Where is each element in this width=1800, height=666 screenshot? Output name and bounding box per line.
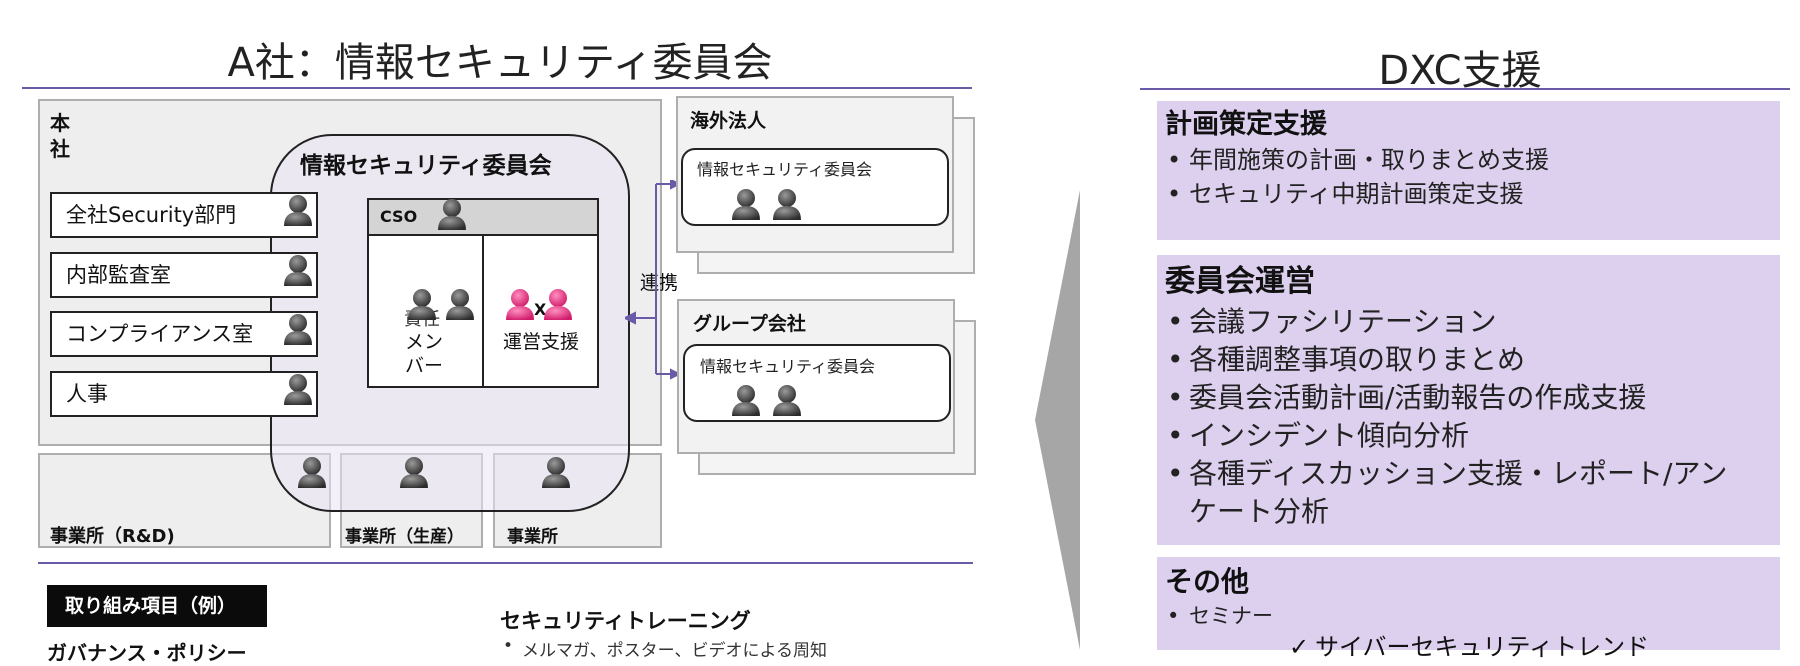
check-icon: ✓	[1289, 633, 1310, 661]
chevron-arrow	[1035, 190, 1080, 650]
list-item: 各種ディスカッション支援・レポート/アンケート分析	[1165, 455, 1749, 531]
training-title: セキュリティトレーニング	[500, 609, 751, 633]
bullet-icon: •	[503, 636, 514, 656]
person-icon	[732, 385, 760, 416]
overseas-committee-box	[681, 148, 949, 226]
list-item: セキュリティ中期計画策定支援	[1165, 177, 1772, 211]
person-icon	[298, 457, 326, 488]
initiatives-label: 取り組み項目（例）	[47, 585, 267, 627]
cso-label: CSO	[380, 207, 418, 226]
right-title: DXC支援	[1378, 48, 1542, 94]
section-planning: 計画策定支援 年間施策の計画・取りまとめ支援 セキュリティ中期計画策定支援	[1157, 101, 1780, 240]
left-title-divider	[22, 87, 972, 89]
right-title-divider	[1140, 88, 1790, 90]
list-item: インシデント傾向分析	[1165, 417, 1772, 455]
ops-person-icon	[506, 289, 534, 320]
person-icon	[408, 289, 436, 320]
training-item: • メルマガ、ポスター、ビデオによる周知	[500, 636, 827, 661]
left-title: A社：情報セキュリティ委員会	[227, 40, 773, 86]
person-icon	[400, 457, 428, 488]
cso-divider	[482, 236, 484, 388]
person-icon	[773, 189, 801, 220]
list-item: 会議ファシリテーション	[1165, 303, 1772, 341]
sub-list-item-text: サイバーセキュリティトレンド	[1315, 633, 1650, 661]
list-item: 年間施策の計画・取りまとめ支援	[1165, 143, 1772, 177]
headquarters-label: 本社	[50, 111, 70, 161]
ops-support-label: 運営支援	[502, 331, 579, 353]
link-arrows	[625, 180, 682, 380]
overseas-title: 海外法人	[690, 110, 767, 132]
training-item-text: メルマガ、ポスター、ビデオによる周知	[522, 641, 827, 661]
office-production-label: 事業所（生産）	[345, 527, 464, 547]
section-title: 計画策定支援	[1165, 109, 1327, 140]
committee-title: 情報セキュリティ委員会	[300, 153, 552, 179]
person-icon	[284, 195, 312, 226]
link-label: 連携	[640, 272, 679, 294]
member-label: メンバー	[404, 331, 443, 377]
list-item: セミナー	[1165, 601, 1772, 631]
section-title: 委員会運営	[1165, 264, 1315, 299]
section-title: その他	[1165, 565, 1250, 598]
bottom-divider	[38, 562, 973, 564]
department-hr: 人事	[50, 371, 318, 417]
department-audit: 内部監査室	[50, 252, 318, 298]
person-icon	[542, 457, 570, 488]
people-icons	[284, 189, 801, 488]
office-rnd-label: 事業所（R&D)	[50, 526, 175, 547]
person-icon	[446, 289, 474, 320]
section-committee-ops: 委員会運営 会議ファシリテーション 各種調整事項の取りまとめ 委員会活動計画/活…	[1157, 255, 1780, 545]
ops-person-icon	[544, 289, 572, 320]
person-icon	[284, 374, 312, 405]
group-title: グループ会社	[693, 313, 806, 335]
section-other: その他 セミナー ✓ サイバーセキュリティトレンド	[1157, 557, 1780, 661]
overseas-committee-label: 情報セキュリティ委員会	[697, 160, 873, 179]
person-icon	[732, 189, 760, 220]
person-icon	[284, 314, 312, 345]
cso-bar	[367, 198, 599, 236]
person-icon	[284, 255, 312, 286]
office-label: 事業所	[507, 527, 558, 547]
governance-label: ガバナンス・ポリシー	[47, 641, 247, 665]
group-committee-label: 情報セキュリティ委員会	[700, 357, 876, 376]
list-item: 各種調整事項の取りまとめ	[1165, 341, 1772, 379]
person-icon	[438, 199, 466, 230]
group-committee-box	[683, 344, 951, 422]
department-security: 全社Security部門	[50, 192, 318, 238]
department-compliance: コンプライアンス室	[50, 311, 318, 357]
x-mark: X	[534, 300, 547, 319]
person-icon	[773, 385, 801, 416]
sub-list-item: ✓ サイバーセキュリティトレンド	[1165, 631, 1772, 663]
list-item: 委員会活動計画/活動報告の作成支援	[1165, 379, 1772, 417]
